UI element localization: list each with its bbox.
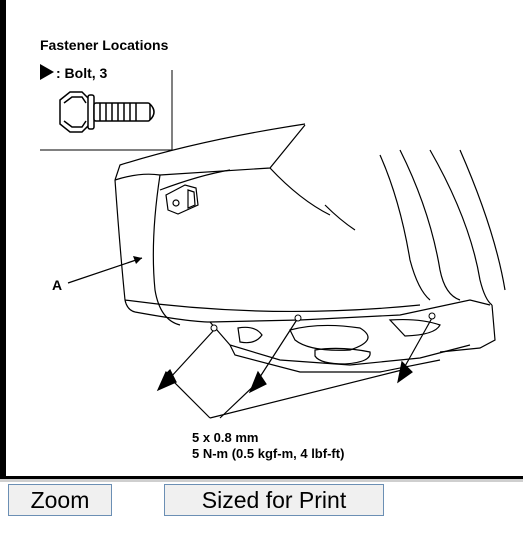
bolt-pointer-arrows (156, 317, 433, 419)
frame-bottom-border (0, 476, 523, 479)
torque-spec-size: 5 x 0.8 mm (192, 430, 259, 445)
frame-bottom-shadow (0, 479, 523, 482)
arrowhead-legend-icon (40, 64, 54, 80)
callout-a-leader (67, 257, 143, 284)
diagram-frame: Fastener Locations : Bolt, 3 (0, 0, 523, 482)
zoom-button[interactable]: Zoom (8, 484, 112, 516)
bumper-panel-drawing (114, 123, 506, 373)
sized-for-print-button[interactable]: Sized for Print (164, 484, 384, 516)
bolt-icon (59, 91, 155, 133)
callout-a-label: A (52, 277, 62, 293)
frame-left-border (0, 0, 6, 482)
diagram-title: Fastener Locations (40, 37, 169, 53)
bolt-location-3 (428, 312, 436, 320)
bolt-location-2 (294, 314, 302, 322)
legend-label: : Bolt, 3 (56, 65, 108, 81)
fastener-diagram: Fastener Locations : Bolt, 3 (40, 37, 506, 461)
bolt-location-1 (210, 324, 218, 332)
callout-a-arrowhead (133, 256, 142, 264)
torque-spec-value: 5 N-m (0.5 kgf-m, 4 lbf-ft) (192, 446, 344, 461)
